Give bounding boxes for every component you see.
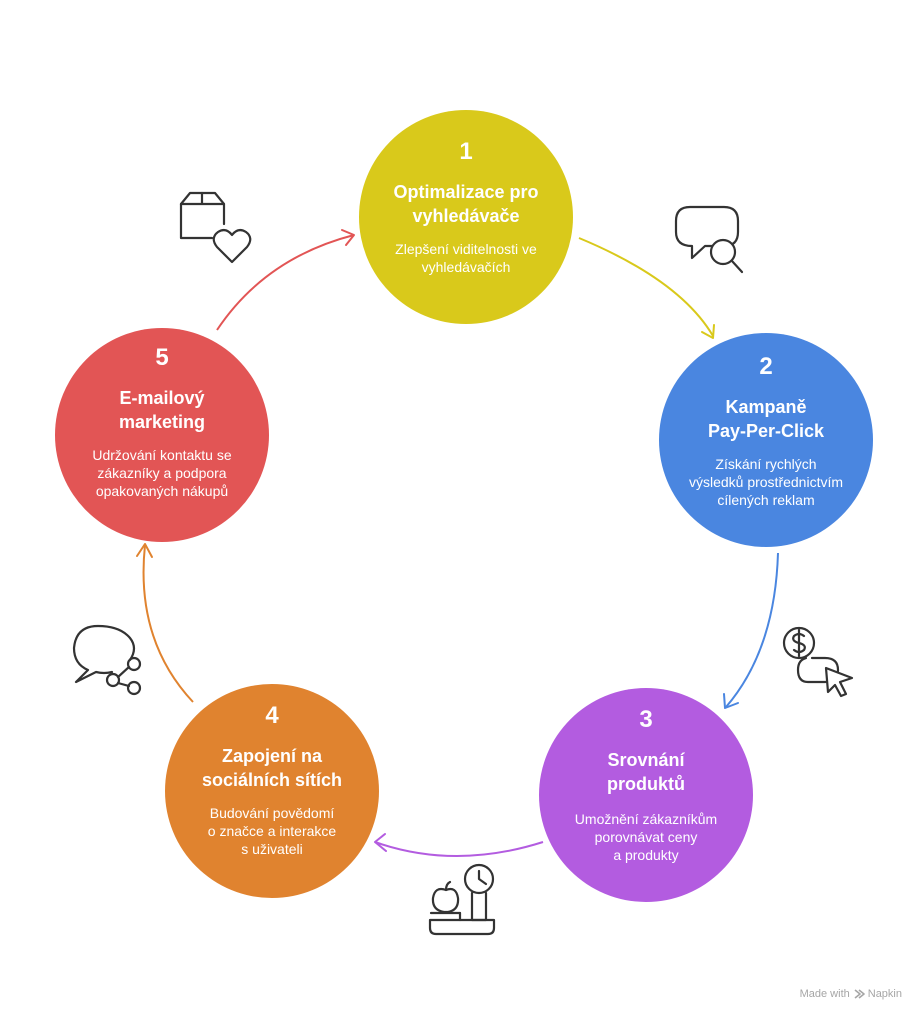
box-heart-icon — [179, 191, 252, 264]
step-5-number: 5 — [155, 344, 169, 371]
napkin-brand: Napkin — [867, 988, 902, 1000]
arrow-2-to-3 — [725, 552, 779, 708]
scale-apple-icon — [428, 863, 496, 936]
step-4-title: Zapojení na sociálních sítích — [201, 746, 343, 790]
arrow-5-to-1 — [216, 234, 355, 331]
step-4-description: Budování povědomí o značce a interakce s… — [207, 805, 337, 857]
dollar-cursor-icon — [782, 626, 854, 698]
chat-share-icon — [72, 624, 142, 696]
step-5-title: E-mailový marketing — [118, 388, 206, 432]
napkin-logo-icon — [854, 989, 865, 999]
step-2-circle: 2 Kampaně Pay-Per-Click Získání rychlých… — [659, 333, 873, 547]
made-with-label: Made with — [799, 988, 850, 1000]
step-1-title: Optimalizace pro vyhledávače — [393, 182, 539, 226]
step-3-title: Srovnání produktů — [607, 750, 685, 794]
arrow-3-to-4-head — [374, 833, 387, 852]
arrow-5-to-1-head — [341, 229, 355, 246]
step-5-circle: 5 E-mailový marketing Udržování kontaktu… — [55, 328, 269, 542]
step-2-number: 2 — [759, 353, 773, 380]
arrow-3-to-4 — [374, 841, 544, 857]
step-1-number: 1 — [459, 138, 473, 165]
step-1-circle: 1 Optimalizace pro vyhledávače Zlepšení … — [359, 110, 573, 324]
step-3-number: 3 — [639, 706, 653, 733]
step-2-title: Kampaně Pay-Per-Click — [707, 397, 825, 441]
arrow-2-to-3-head — [723, 693, 739, 709]
step-2-description: Získání rychlých výsledků prostřednictví… — [688, 456, 844, 508]
step-4-number: 4 — [265, 702, 279, 729]
made-with-footer[interactable]: Made with Napkin — [800, 988, 902, 1000]
step-4-circle: 4 Zapojení na sociálních sítích Budování… — [165, 684, 379, 898]
arrow-4-to-5 — [142, 544, 194, 703]
step-3-description: Umožnění zákazníkům porovnávat ceny a pr… — [574, 811, 718, 863]
arrow-4-to-5-head — [136, 543, 153, 558]
arrow-1-to-2-head — [701, 324, 715, 339]
chat-search-icon — [674, 205, 744, 274]
arrow-1-to-2 — [578, 237, 714, 337]
step-3-circle: 3 Srovnání produktů Umožnění zákazníkům … — [539, 688, 753, 902]
step-5-description: Udržování kontaktu se zákazníky a podpor… — [92, 447, 232, 499]
step-1-description: Zlepšení viditelnosti ve vyhledávačích — [395, 241, 537, 275]
